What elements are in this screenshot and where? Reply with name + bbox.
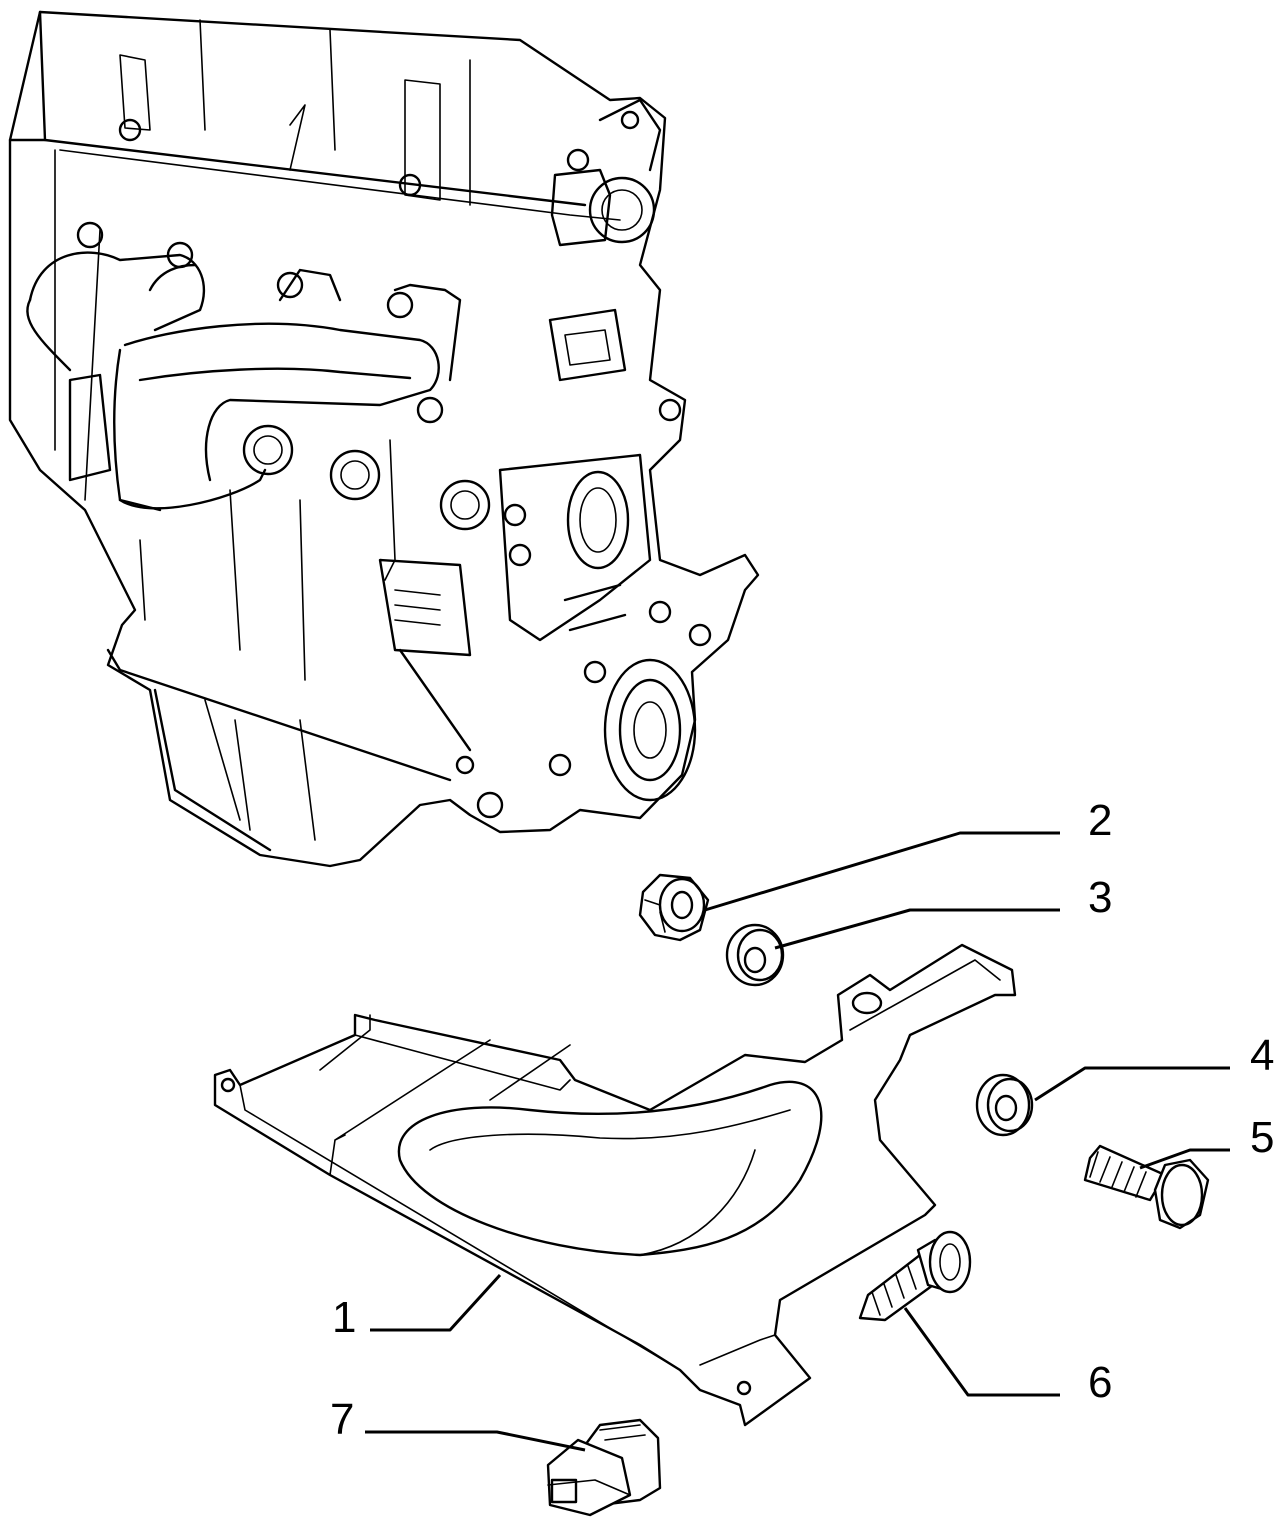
callout-2: 2 <box>1088 796 1112 845</box>
leader-lines <box>365 831 1230 1452</box>
leader-1 <box>370 1273 502 1332</box>
part-7-grommet <box>546 1418 662 1517</box>
callout-4: 4 <box>1250 1031 1274 1080</box>
leader-2 <box>704 831 1060 912</box>
leader-5 <box>1139 1148 1230 1170</box>
part-5-bolt <box>1083 1144 1210 1230</box>
callout-7: 7 <box>330 1395 354 1444</box>
leader-6 <box>903 1307 1060 1397</box>
leader-7 <box>365 1430 586 1452</box>
callout-labels: 2 3 4 5 6 1 7 <box>330 796 1274 1444</box>
part-6-stud-screw <box>858 1230 972 1322</box>
callout-6: 6 <box>1088 1358 1112 1407</box>
leader-4 <box>1034 1066 1230 1102</box>
engine-block <box>8 10 760 868</box>
leader-3 <box>774 908 1060 950</box>
part-4-washer <box>975 1073 1034 1137</box>
callout-1: 1 <box>332 1293 356 1342</box>
callout-3: 3 <box>1088 873 1112 922</box>
part-2-nut <box>638 873 710 942</box>
callout-5: 5 <box>1250 1113 1274 1162</box>
part-3-washer <box>725 923 785 987</box>
part-1-timing-belt-cover <box>213 943 1017 1427</box>
